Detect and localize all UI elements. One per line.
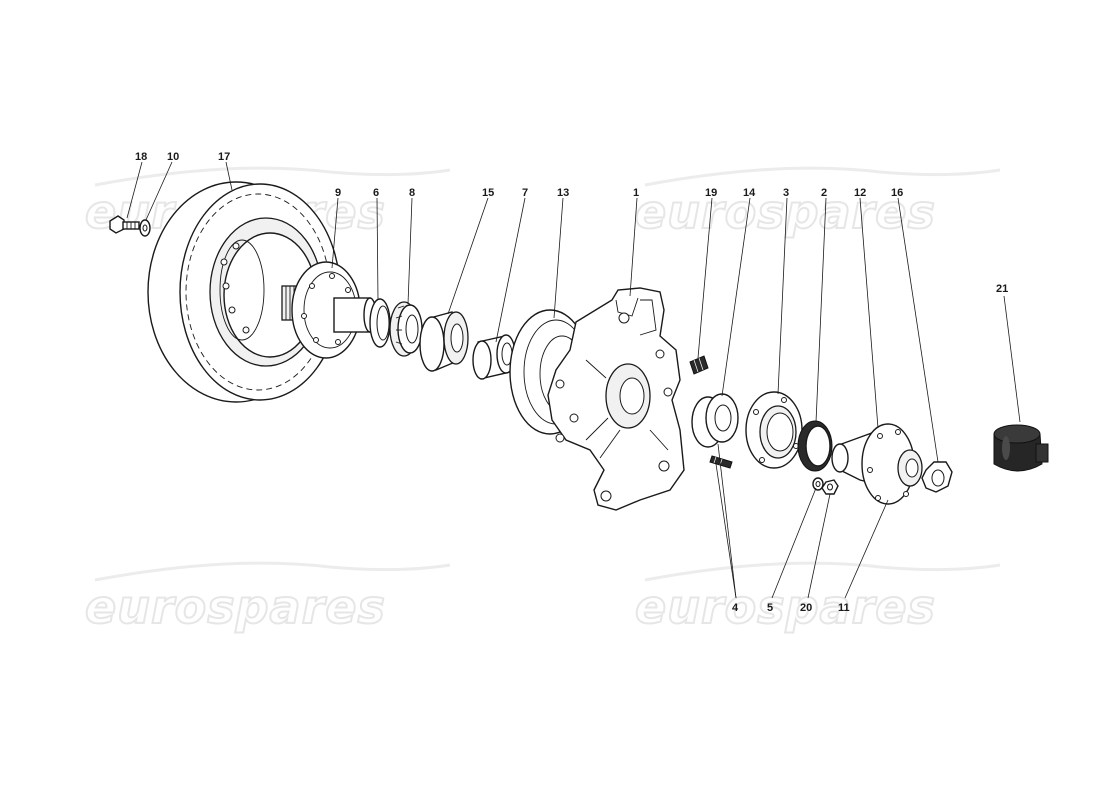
callout-8: 8 (409, 187, 415, 199)
callout-18: 18 (135, 151, 147, 163)
callout-10: 10 (167, 151, 179, 163)
callout-6: 6 (373, 187, 379, 199)
watermark-bottom-left: eurospares (84, 561, 451, 635)
callout-21: 21 (996, 283, 1008, 295)
callout-19: 19 (705, 187, 717, 199)
part-20-nut (821, 479, 839, 495)
part-1-hub-carrier (547, 287, 685, 511)
callout-16: 16 (891, 187, 903, 199)
part-5-washer (812, 477, 824, 491)
callout-20: 20 (800, 602, 812, 614)
watermark-text: eurospares (635, 580, 936, 634)
watermark-top-right: eurospares (634, 166, 1001, 240)
callout-9: 9 (335, 187, 341, 199)
watermark-bottom-right: eurospares (634, 561, 1001, 635)
callout-labels: 18 10 17 9 6 8 15 7 13 1 19 14 3 2 12 16… (135, 151, 1008, 614)
part-3-retainer-flange (745, 391, 803, 469)
part-8-bearing (389, 301, 423, 357)
part-2-seal-ring (797, 420, 833, 472)
part-21-cap (993, 424, 1049, 472)
callout-7: 7 (522, 187, 528, 199)
callout-12: 12 (854, 187, 866, 199)
callout-13: 13 (557, 187, 569, 199)
callout-15: 15 (482, 187, 494, 199)
callout-1: 1 (633, 187, 639, 199)
callout-5: 5 (767, 602, 773, 614)
part-14-bearing (691, 393, 739, 448)
watermark-text: eurospares (635, 185, 936, 239)
callout-3: 3 (783, 187, 789, 199)
leader-lines (126, 161, 1021, 599)
part-17-brake-disc (147, 181, 341, 403)
part-6-spacer-ring (369, 298, 391, 348)
watermark-text: eurospares (85, 580, 386, 634)
part-15-bearing (419, 311, 469, 372)
part-16-nut (921, 461, 953, 493)
callout-11: 11 (838, 602, 850, 614)
part-10-washer (139, 219, 151, 237)
part-12-drive-flange (831, 423, 923, 505)
callout-14: 14 (743, 187, 756, 199)
callout-4: 4 (732, 602, 739, 614)
part-18-bolt (109, 215, 140, 234)
callout-17: 17 (218, 151, 230, 163)
part-19-stud (689, 355, 709, 375)
part-4-stud (709, 455, 733, 469)
callout-2: 2 (821, 187, 827, 199)
part-7-spacer-tube (472, 334, 516, 380)
